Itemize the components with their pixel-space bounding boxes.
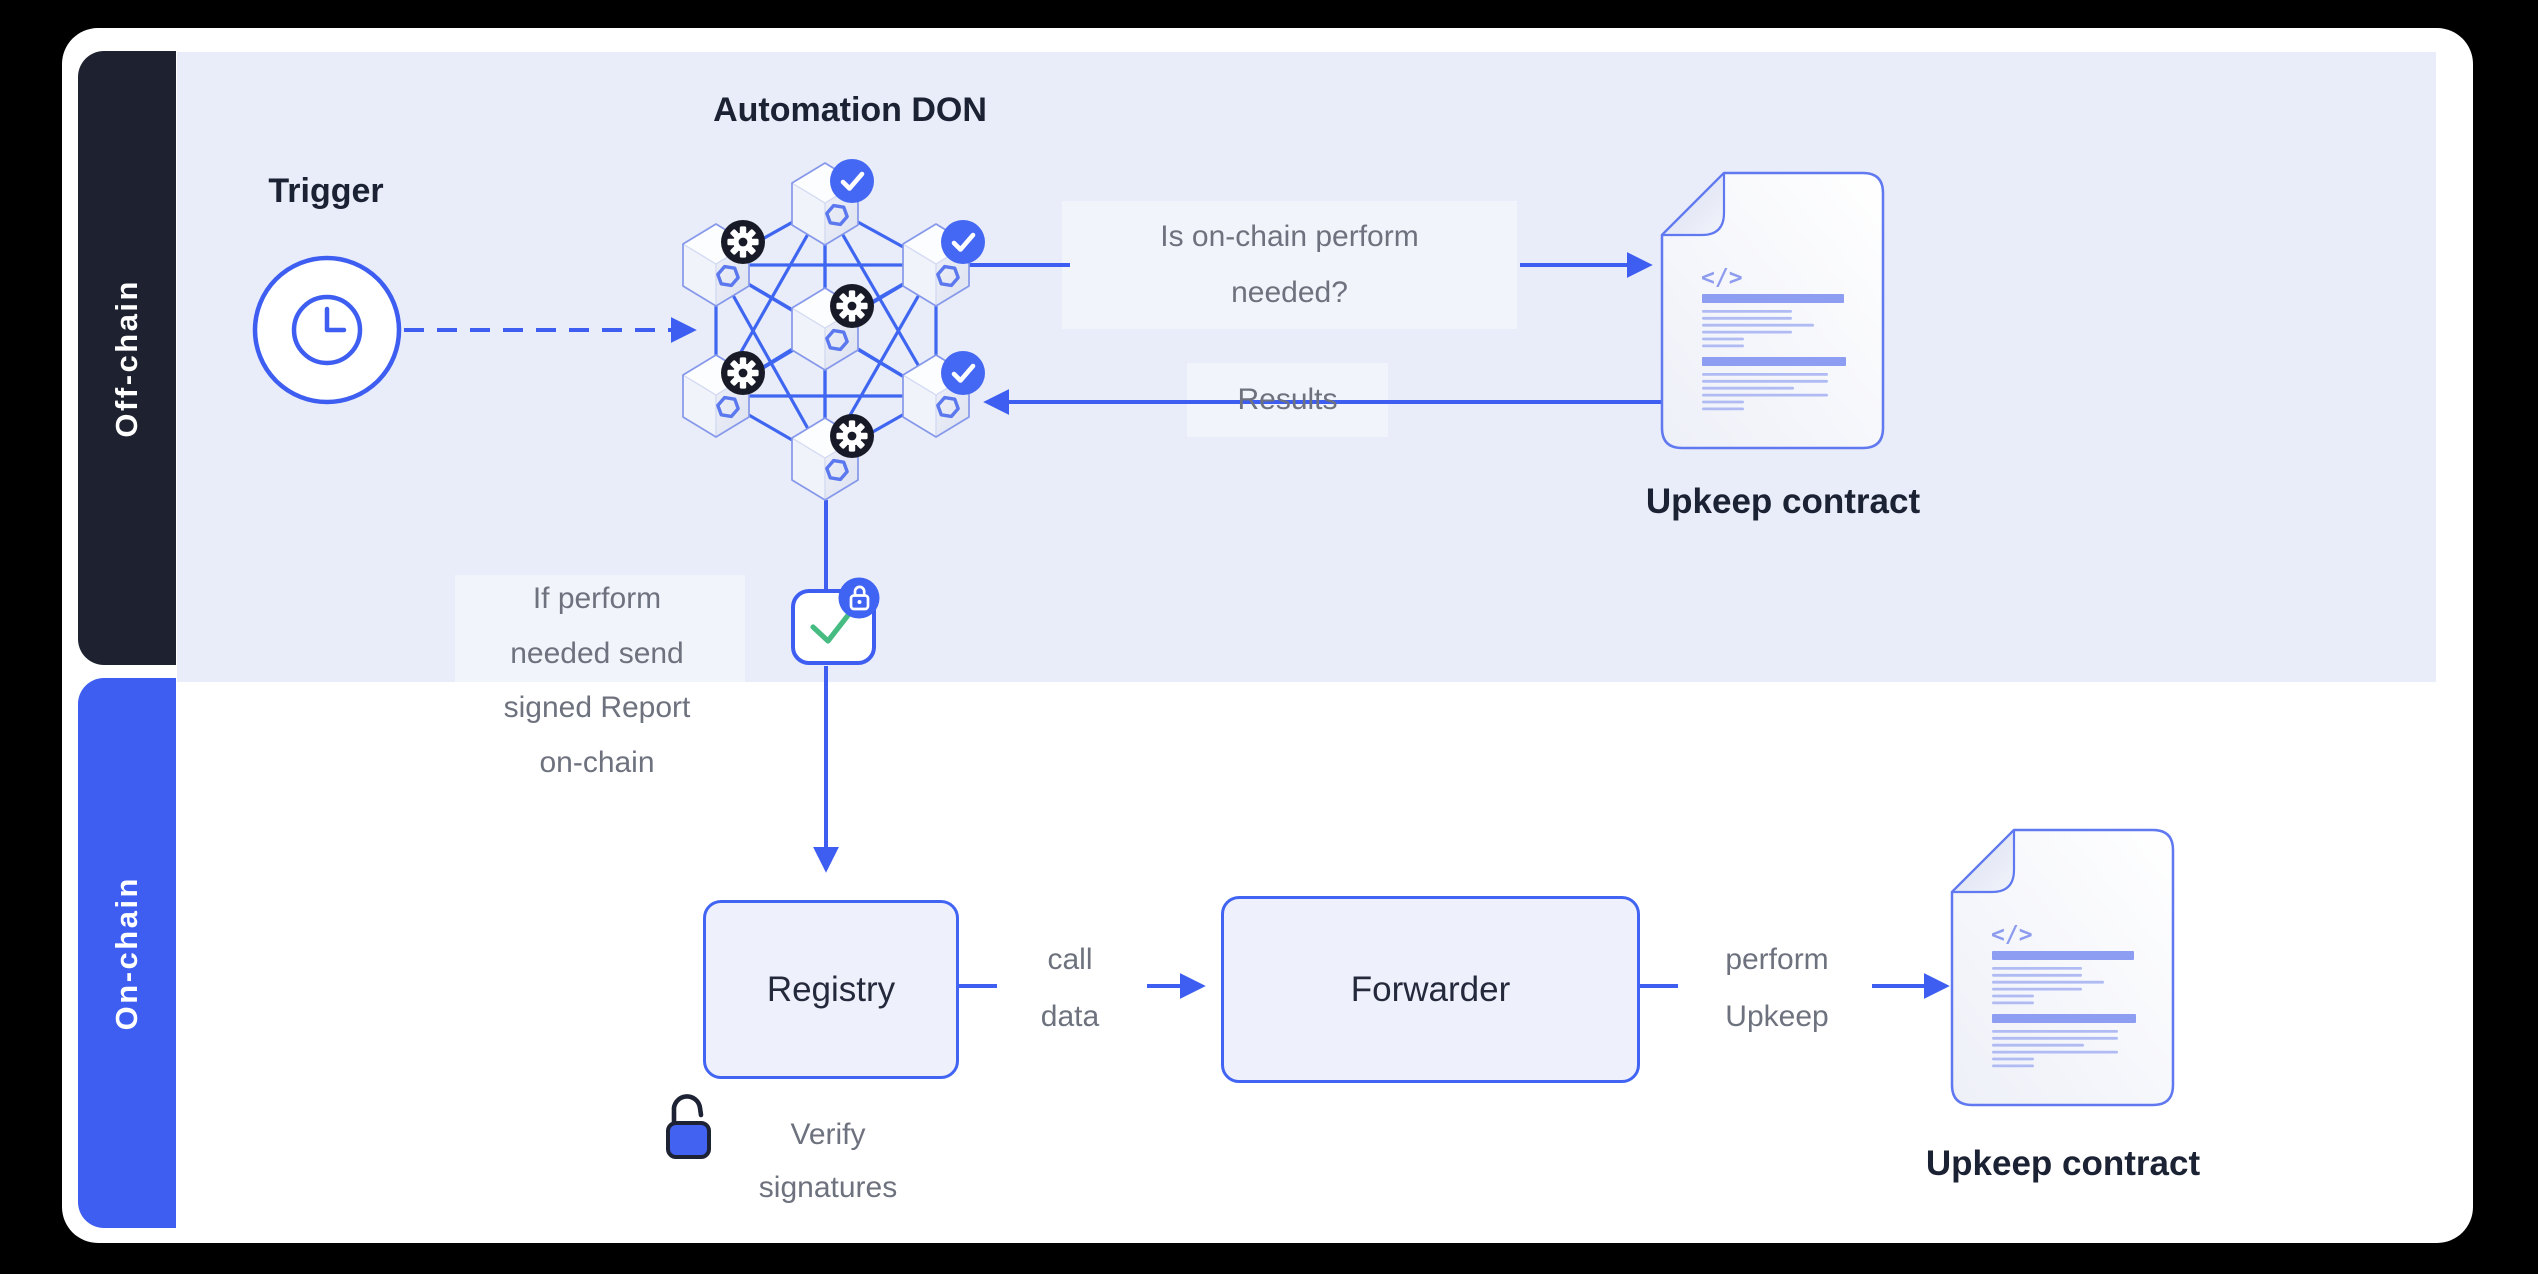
upkeep-contract-icon-bottom — [1950, 828, 2175, 1107]
forwarder-box: Forwarder — [1221, 896, 1640, 1083]
if-perform-text-bg — [455, 575, 745, 682]
automation-don-label: Automation DON — [713, 91, 987, 129]
gear-badge-icon — [721, 220, 765, 264]
lock-badge-icon — [838, 577, 880, 619]
registry-box: Registry — [703, 900, 959, 1079]
results-label: Results — [1237, 383, 1338, 416]
onchain-sidebar: On-chain — [78, 678, 176, 1228]
perform-upkeep-label: perform Upkeep — [1725, 943, 1829, 1033]
question-text-bg — [1062, 201, 1517, 329]
question-text: Is on-chain perform needed? — [1160, 220, 1419, 309]
verify-signatures-label: Verify signatures — [758, 1118, 898, 1204]
gear-badge-icon — [721, 351, 765, 395]
trigger-label: Trigger — [268, 172, 384, 210]
unlock-icon — [666, 1094, 711, 1159]
check-badge-icon — [830, 159, 874, 203]
connector-lines — [404, 252, 1950, 999]
check-badge-icon — [941, 220, 985, 264]
gear-badge-icon — [830, 284, 874, 328]
upkeep-contract-label-bottom: Upkeep contract — [1925, 1144, 2201, 1183]
check-badge-icon — [941, 351, 985, 395]
signed-report-box — [791, 577, 880, 665]
check-icon — [810, 611, 852, 644]
call-data-label: call data — [1040, 943, 1100, 1033]
upkeep-contract-label-top: Upkeep contract — [1645, 482, 1921, 521]
don-network — [681, 159, 985, 502]
forwarder-label: Forwarder — [1350, 969, 1511, 1009]
upkeep-contract-icon-top — [1660, 171, 1885, 450]
registry-label: Registry — [766, 969, 896, 1009]
clock-icon — [252, 255, 402, 405]
offchain-sidebar: Off-chain — [78, 51, 176, 665]
if-perform-text: If perform needed send signed Report on-… — [503, 582, 691, 779]
gear-badge-icon — [830, 414, 874, 458]
